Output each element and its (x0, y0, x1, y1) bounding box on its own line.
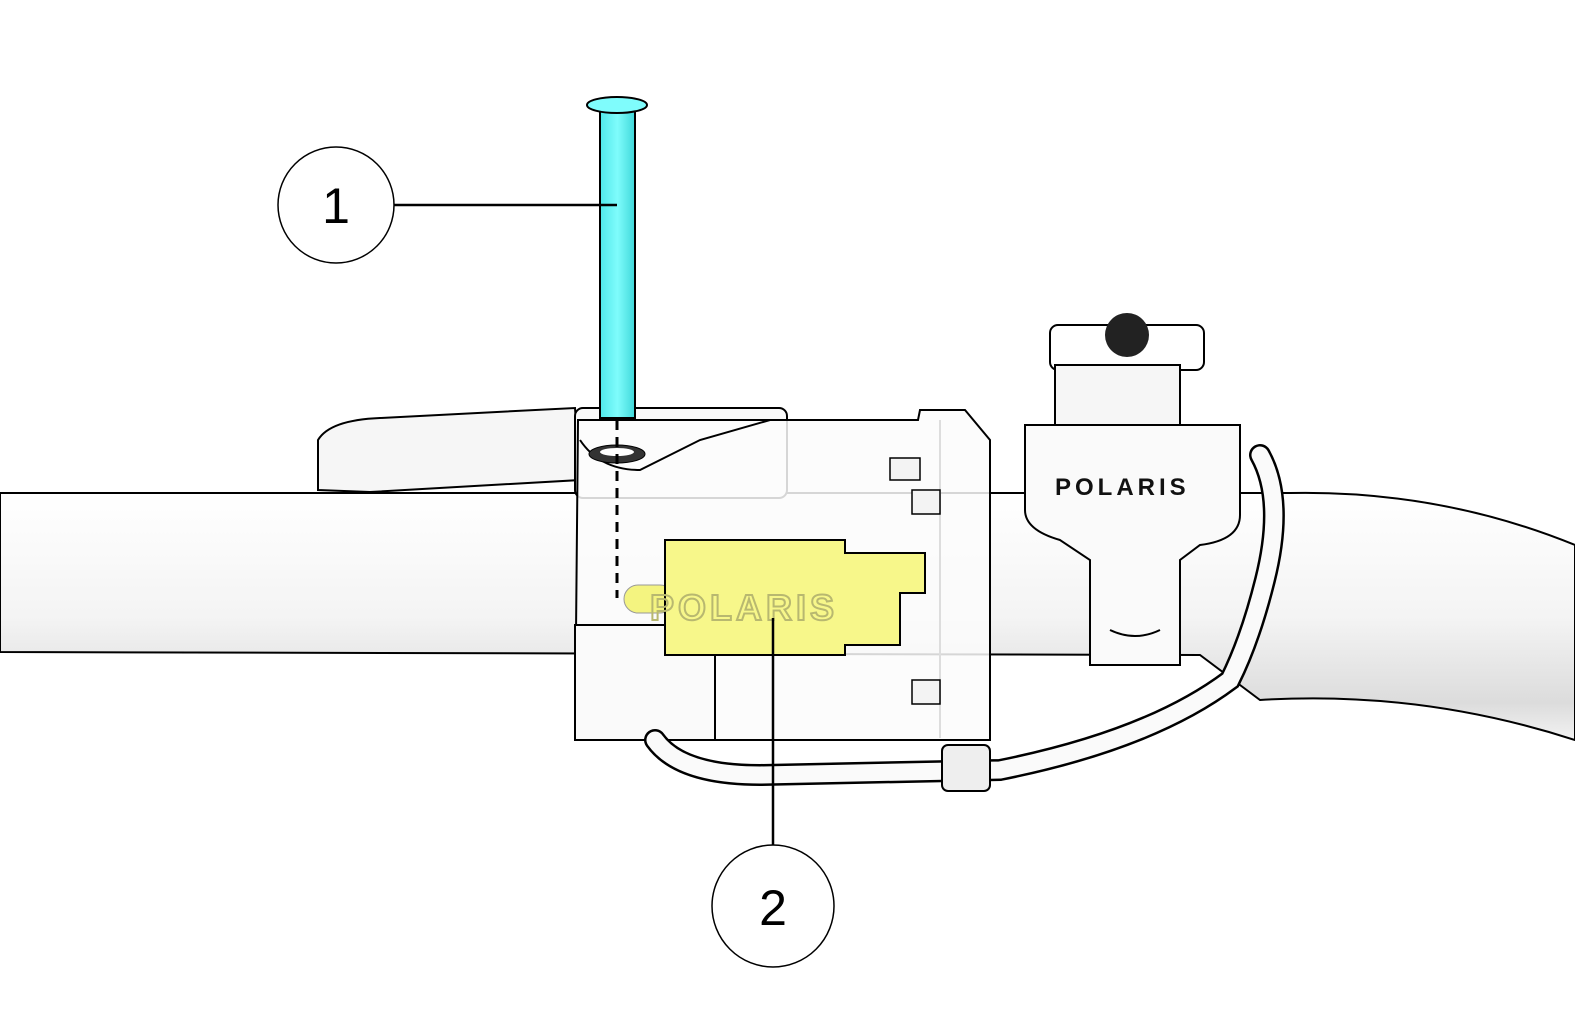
brake-lever (317, 406, 582, 494)
callout-2-label: 2 (759, 880, 787, 936)
control-module: POLARIS (1024, 313, 1241, 666)
callout-2: 2 (711, 618, 835, 968)
callout-1-label: 1 (322, 178, 350, 234)
switch-connector: POLARIS (623, 539, 926, 656)
module-logo: POLARIS (1055, 474, 1190, 501)
pin (586, 96, 648, 419)
callout-1: 1 (277, 146, 617, 264)
wire-clip (941, 744, 991, 792)
connector-logo: POLARIS (650, 587, 838, 628)
